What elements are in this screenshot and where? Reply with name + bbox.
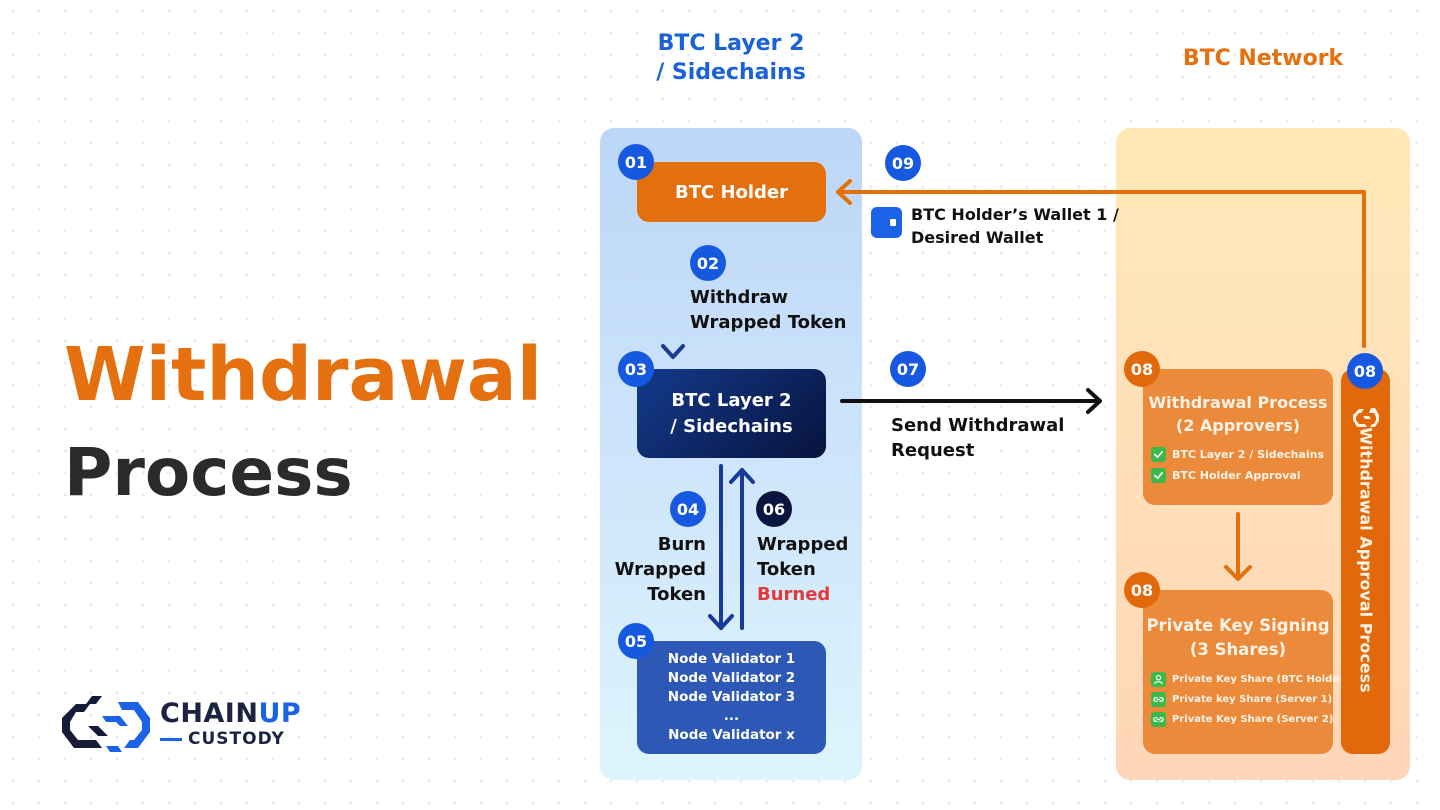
validator-item: Node Validator 1 <box>667 650 796 667</box>
step-badge-08-approval: 08 <box>1124 351 1160 387</box>
logo-subtitle: CUSTODY <box>160 729 285 749</box>
approver-item: BTC Holder Approval <box>1151 468 1333 484</box>
page-title-line1: Withdrawal <box>64 332 543 418</box>
approver-item: BTC Layer 2 / Sidechains <box>1151 447 1333 463</box>
step-label-02: Withdraw Wrapped Token <box>690 287 847 333</box>
key-share-item: Private Key Share (Server 2) <box>1151 711 1333 727</box>
step-badge-05: 05 <box>618 623 654 659</box>
key-share-item: Private Key Share (BTC Holder) <box>1151 671 1349 687</box>
btc-layer2-box: BTC Layer 2 / Sidechains <box>637 369 826 458</box>
check-icon <box>1151 468 1166 484</box>
btc-holder-box: BTC Holder <box>637 162 826 222</box>
step-label-04: Burn Wrapped Token <box>614 534 706 605</box>
step-label-06: Wrapped Token Burned <box>757 534 849 605</box>
validator-ellipsis: ... <box>723 708 740 725</box>
wallet-icon <box>871 207 902 238</box>
column-header-btc-network: BTC Network <box>1182 46 1344 71</box>
step-badge-03: 03 <box>618 351 654 387</box>
arrow-send-request <box>840 388 1102 414</box>
validator-item: Node Validator 3 <box>667 688 796 705</box>
step-badge-01: 01 <box>618 144 654 180</box>
step-label-09: BTC Holder’s Wallet 1 / Desired Wallet <box>911 205 1119 248</box>
step-label-07: Send Withdrawal Request <box>891 415 1065 461</box>
link-icon <box>1151 711 1166 727</box>
chainup-logo-icon <box>62 696 150 752</box>
check-icon <box>1151 447 1166 463</box>
link-icon <box>1151 691 1166 707</box>
validator-item: Node Validator 2 <box>667 669 796 686</box>
column-header-layer2: BTC Layer 2 / Sidechains <box>656 31 806 85</box>
withdrawal-approval-label: Withdrawal Approval Process <box>1356 427 1376 693</box>
page-title-line2: Process <box>64 434 353 511</box>
step-badge-02: 02 <box>690 245 726 281</box>
withdrawal-approvers-card: Withdrawal Process (2 Approvers) BTC Lay… <box>1143 369 1333 505</box>
logo-dash <box>160 737 182 741</box>
user-icon <box>1151 671 1166 687</box>
node-validators-box: Node Validator 1 Node Validator 2 Node V… <box>637 641 826 754</box>
step-badge-06: 06 <box>756 491 792 527</box>
step-badge-08-signing: 08 <box>1124 572 1160 608</box>
private-key-signing-card: Private Key Signing (3 Shares) Private K… <box>1143 590 1349 754</box>
step-badge-07: 07 <box>890 351 926 387</box>
key-share-item: Private key Share (Server 1) <box>1151 691 1333 707</box>
step-badge-08-bar: 08 <box>1347 353 1383 389</box>
logo-wordmark: CHAINUP <box>160 698 302 729</box>
chainup-mini-logo-icon <box>1353 408 1379 427</box>
step-badge-09: 09 <box>885 145 921 181</box>
step-badge-04: 04 <box>670 491 706 527</box>
validator-item: Node Validator x <box>668 727 795 744</box>
withdrawal-approval-bar <box>1341 369 1390 754</box>
